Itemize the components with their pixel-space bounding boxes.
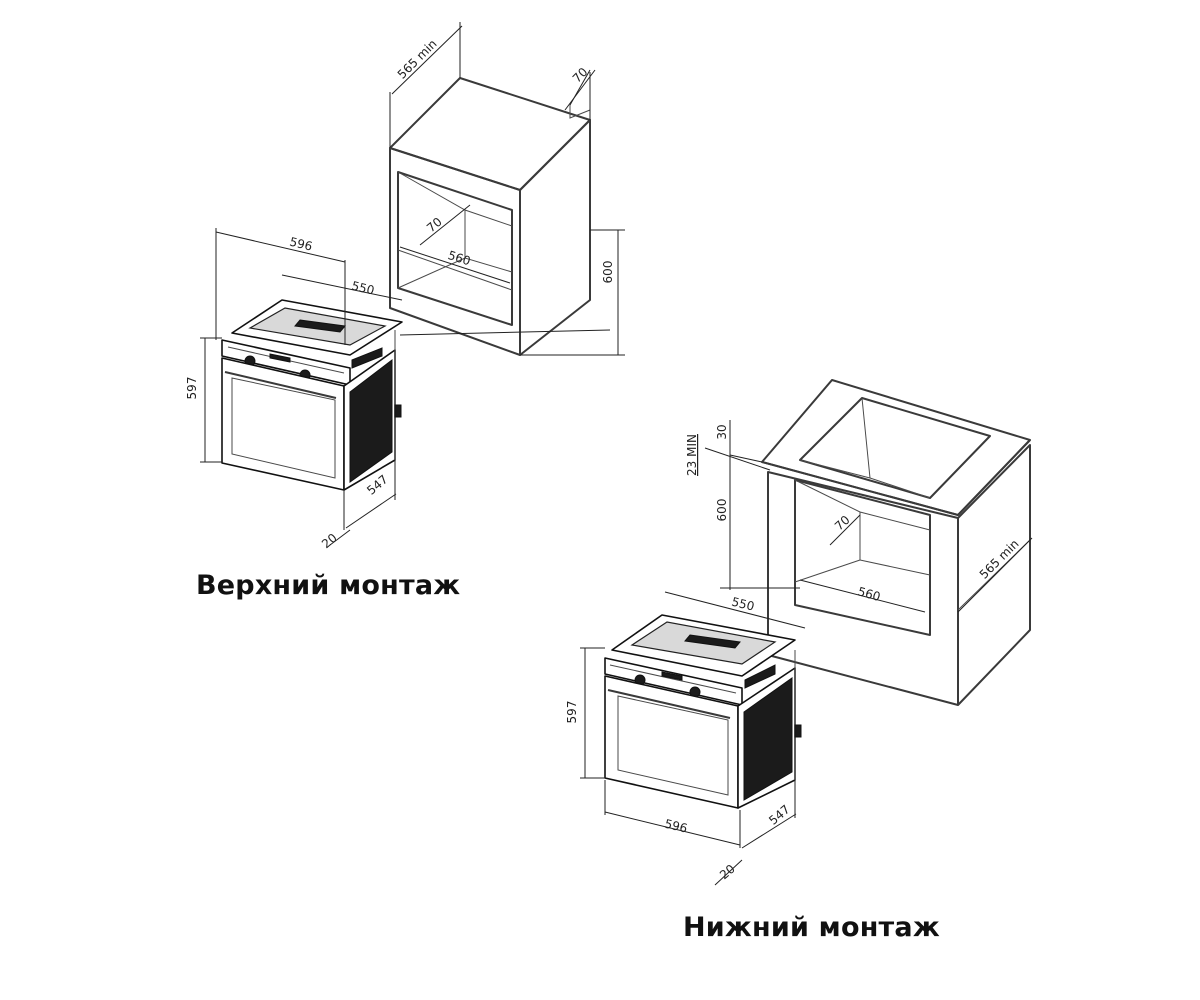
bottom-niche-depth-label: 70	[832, 513, 853, 534]
top-oven-width-label: 596	[288, 235, 314, 254]
bottom-cabinet-depth-label: 565 min	[977, 537, 1022, 582]
bottom-oven-height-label: 597	[565, 701, 579, 724]
top-niche-width-label: 560	[446, 248, 472, 268]
top-oven-height-label: 597	[185, 377, 199, 400]
bottom-countertop-gap-label: 23 MIN	[685, 434, 699, 476]
top-oven-dimensions	[200, 228, 403, 546]
top-oven-front-label: 20	[319, 531, 340, 552]
top-cabinet-dimensions	[389, 22, 625, 356]
bottom-oven	[604, 614, 802, 809]
top-cabinet-depth-label: 565 min	[395, 37, 440, 82]
top-niche-depth-label: 70	[424, 215, 445, 236]
bottom-oven-front-label: 20	[717, 862, 738, 883]
top-cabinet-back-gap-label: 70	[570, 65, 591, 86]
bottom-oven-body-depth-label: 547	[766, 802, 793, 827]
bottom-niche-width-label: 560	[856, 584, 882, 604]
bottom-install-caption: Нижний монтаж	[683, 912, 940, 943]
bottom-countertop-thickness-label: 30	[715, 424, 729, 439]
top-cabinet	[389, 77, 591, 356]
top-oven	[221, 299, 403, 491]
bottom-niche-height-label: 600	[715, 499, 729, 522]
bottom-oven-dimensions	[580, 647, 797, 886]
top-oven-depth-label: 550	[350, 279, 376, 298]
bottom-oven-width-label: 596	[663, 817, 689, 836]
bottom-cabinet-dimensions	[664, 420, 1033, 629]
bottom-cabinet	[761, 379, 1031, 706]
top-labels: 565 min 70 70 560 600 596 550 597 547 20	[185, 37, 615, 551]
top-niche-height-label: 600	[601, 261, 615, 284]
top-install-caption: Верхний монтаж	[196, 570, 461, 601]
bottom-oven-depth-label: 550	[730, 595, 756, 614]
